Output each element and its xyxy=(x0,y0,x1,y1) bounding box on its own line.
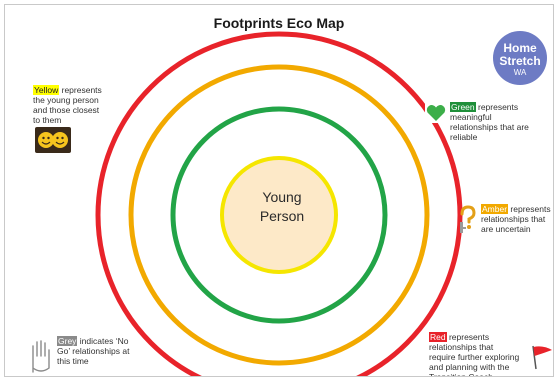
green-ring xyxy=(170,106,388,324)
center-label-line1: Young xyxy=(262,189,302,205)
eco-map-rings xyxy=(95,31,463,376)
red-ring xyxy=(95,31,463,376)
green-keyword: Green xyxy=(450,102,476,112)
logo-line2: Stretch xyxy=(499,54,541,68)
young-person-circle xyxy=(220,156,338,274)
logo-line1: Home xyxy=(503,41,537,55)
logo-line3: WA xyxy=(513,68,527,77)
center-label-line2: Person xyxy=(259,208,305,224)
green-heart-icon xyxy=(425,103,447,123)
green-description: represents meaningful relationships that… xyxy=(450,102,529,142)
smiley-faces-icon xyxy=(35,127,71,153)
grey-keyword: Grey xyxy=(57,336,78,346)
green-legend-note: Green represents meaningful relationship… xyxy=(450,102,540,142)
red-description: represents relationships that require fu… xyxy=(429,332,520,377)
grey-description: indicates ‘No Go’ relationships at this … xyxy=(57,336,130,366)
yellow-legend-note: Yellow represents the young person and t… xyxy=(33,85,105,125)
yellow-keyword: Yellow xyxy=(33,85,60,95)
question-key-icon xyxy=(457,205,479,235)
amber-keyword: Amber xyxy=(481,204,509,214)
amber-ring xyxy=(128,64,430,366)
red-flag-icon xyxy=(529,344,553,370)
stop-hand-icon xyxy=(27,338,55,374)
yellow-description: represents the young person and those cl… xyxy=(33,85,102,125)
amber-legend-note: Amber represents relationships that are … xyxy=(481,204,553,234)
eco-map-slide: Footprints Eco Map Young Person Home Str… xyxy=(4,4,554,377)
red-keyword: Red xyxy=(429,332,447,342)
red-legend-note: Red represents relationships that requir… xyxy=(429,332,521,377)
grey-legend-note: Grey indicates ‘No Go’ relationships at … xyxy=(57,336,131,366)
page-title: Footprints Eco Map xyxy=(213,15,345,31)
center-label: Young Person xyxy=(237,188,327,226)
home-stretch-logo: Home Stretch WA xyxy=(493,31,547,85)
amber-description: represents relationships that are uncert… xyxy=(481,204,551,234)
